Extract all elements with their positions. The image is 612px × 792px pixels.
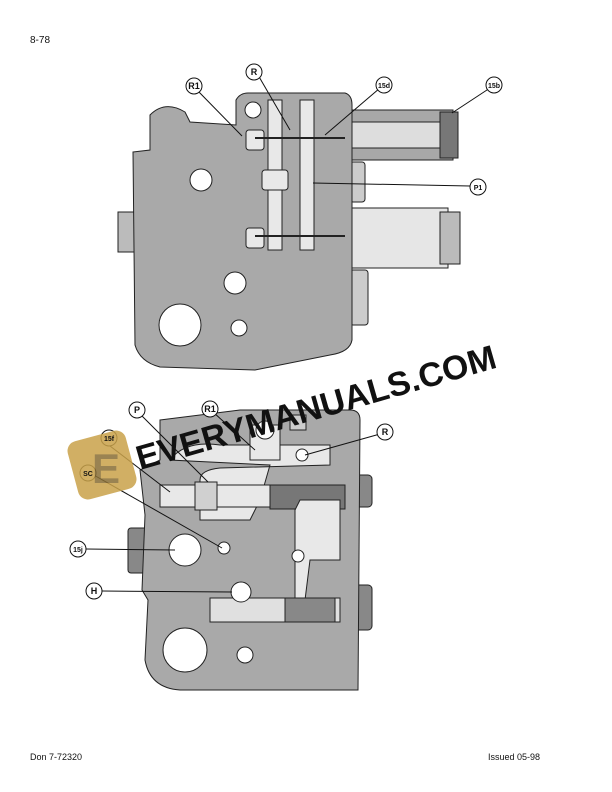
callout-r1-bottom (201, 400, 219, 418)
callout-r-top-label: R (251, 67, 258, 77)
callout-15d (375, 76, 393, 94)
callout-r1-top (185, 77, 203, 95)
document-number: Don 7-72320 (30, 752, 83, 762)
callout-15j (69, 540, 87, 558)
callout-r1-bottom-label: R1 (204, 404, 216, 414)
solenoid-lower (349, 207, 449, 269)
callout-h-label: H (91, 586, 98, 596)
callout-15j-label: 15j (73, 547, 83, 554)
callout-r-bottom (376, 423, 394, 441)
callout-r-top (245, 63, 263, 81)
top-valve-body (132, 92, 353, 371)
hex-nut-lower (349, 269, 369, 326)
callout-15f-label: 15f (104, 436, 115, 443)
callout-r-bottom-label: R (382, 427, 389, 437)
watermark-logo: E (67, 430, 137, 500)
callout-p1-label: P1 (474, 185, 483, 192)
callout-15b-label: 15b (488, 83, 500, 90)
callout-15b (485, 76, 503, 94)
callout-p (128, 401, 146, 419)
bottom-valve-figure (127, 409, 373, 691)
watermark-logo-letter: E (92, 445, 120, 492)
callout-h (85, 582, 103, 600)
callout-r1-top-label: R1 (188, 81, 200, 91)
callout-p-label: P (134, 405, 140, 415)
callout-15d-label: 15d (378, 83, 390, 90)
callout-sc-label: SC (83, 471, 93, 478)
page-number: 8-78 (30, 35, 51, 46)
callout-p1 (469, 178, 487, 196)
issue-date: Issued 05-98 (488, 752, 541, 762)
top-callouts (185, 63, 503, 196)
top-valve-figure (117, 92, 461, 371)
